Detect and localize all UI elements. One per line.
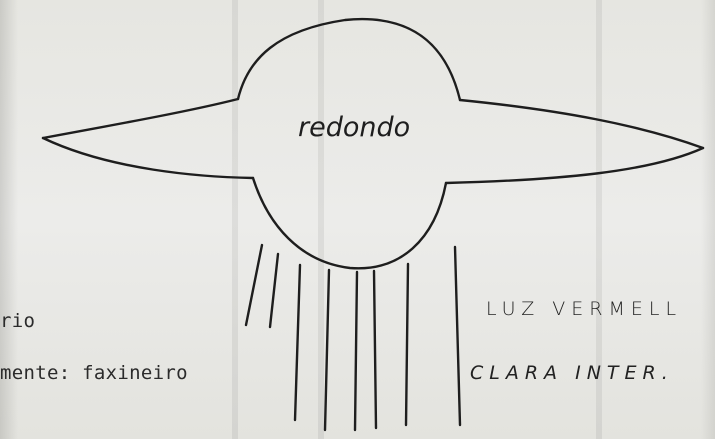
handwritten-note-2: CLARA INTER. — [470, 362, 674, 384]
saucer-left-wing-bottom — [41, 136, 255, 180]
beam-line — [244, 243, 264, 327]
beam-line — [293, 263, 302, 422]
handwritten-note-1: LUZ VERMELL — [486, 298, 683, 320]
saucer-left-wing-top — [41, 97, 240, 140]
saucer-right-wing-bottom — [444, 146, 705, 185]
beam-line — [404, 262, 410, 427]
beam-line — [268, 252, 280, 329]
beam-line — [353, 270, 359, 432]
scan-streak — [232, 0, 238, 439]
center-label: redondo — [298, 112, 410, 143]
saucer-right-wing-top — [458, 98, 705, 150]
scan-streak — [318, 0, 324, 439]
beam-line — [323, 268, 331, 432]
typed-line-1: rio — [0, 310, 36, 332]
typed-line-2: mente: faxineiro — [0, 362, 188, 384]
beam-line — [372, 269, 378, 430]
saucer-dome-top — [236, 17, 462, 102]
scan-streak — [596, 0, 602, 439]
saucer-dome-bottom — [251, 176, 448, 270]
beam-line — [453, 245, 462, 427]
